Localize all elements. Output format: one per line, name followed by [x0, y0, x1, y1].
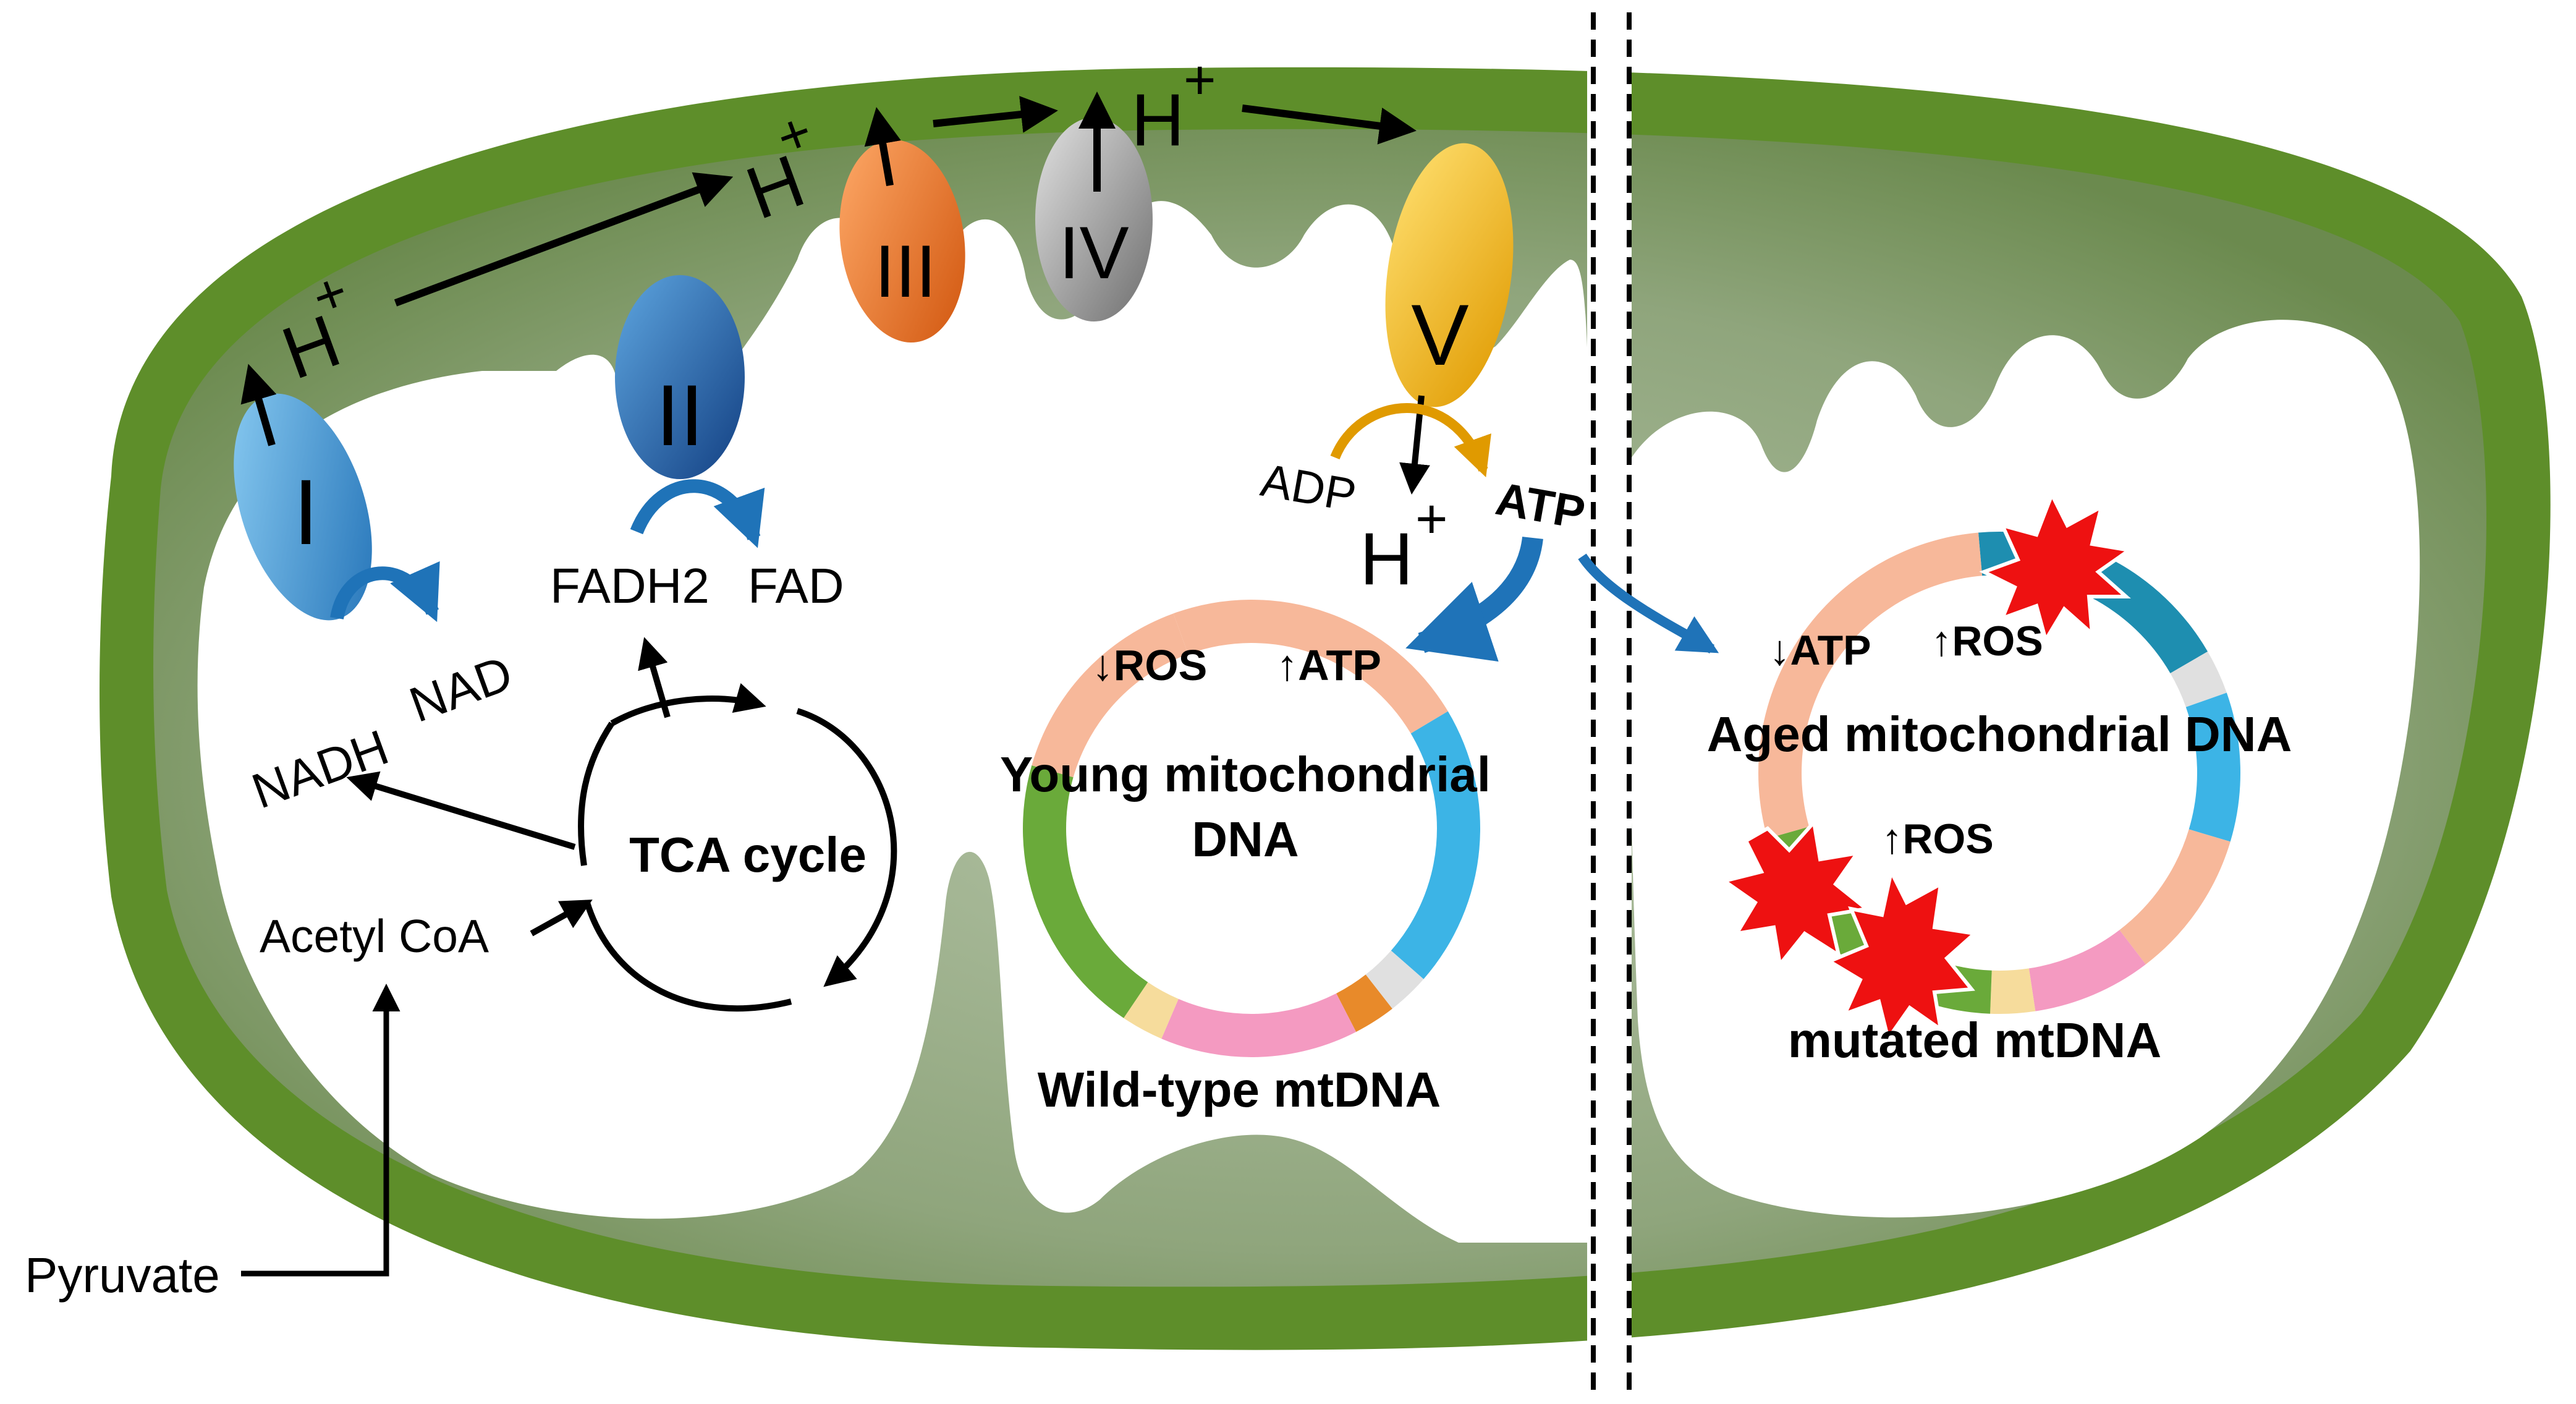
young-title-line1: Young mitochondrial [1000, 747, 1491, 802]
matrix-left [197, 201, 1595, 1243]
complex-iv-label: IV [1059, 211, 1129, 294]
tca-cycle: TCA cycle [578, 683, 897, 1012]
proton-label-3: H + [1131, 49, 1216, 161]
complex-iii-label: III [875, 230, 936, 313]
svg-text:+: + [1415, 488, 1448, 550]
aged-plasmid-segment [2028, 930, 2146, 1011]
young-mtdna-ring [1023, 600, 1480, 1057]
acetyl-coa-label: Acetyl CoA [260, 910, 489, 962]
complex-v: V [1385, 143, 1514, 407]
aged-atp-label: ↓ATP [1769, 627, 1871, 674]
atp-to-young-arrow [1405, 536, 1543, 662]
proton-arrow-i [240, 364, 277, 446]
young-plasmid-segment [1336, 974, 1392, 1032]
young-plasmid-segment [1032, 613, 1188, 778]
aged-title: Aged mitochondrial DNA [1707, 707, 2292, 762]
atp-to-aged-arrow [1578, 553, 1719, 653]
tca-to-fadh2-arrow [638, 637, 671, 718]
complex-i: I [234, 393, 372, 621]
acetylcoa-to-tca-arrow [530, 900, 593, 937]
aged-ros-top-label: ↑ROS [1931, 618, 2043, 665]
young-plasmid-segment [1391, 711, 1480, 979]
aged-plasmid-segment [1758, 532, 1983, 839]
tca-to-nadh-arrow [346, 771, 576, 850]
aged-plasmid-segment [2119, 829, 2231, 964]
young-plasmid-segment [1023, 765, 1148, 1018]
adp-atp-arrow [1330, 403, 1491, 478]
aged-plasmid-segment [1990, 968, 2036, 1014]
ros-burst-left [1719, 818, 1871, 969]
svg-text:+: + [1184, 49, 1216, 111]
pyruvate-to-acetylcoa-arrow [241, 984, 400, 1277]
fadh2-label: FADH2 [550, 558, 710, 613]
pyruvate-label: Pyruvate [25, 1248, 220, 1303]
aged-ros-mid-label: ↑ROS [1881, 815, 1993, 862]
young-ros-label: ↓ROS [1092, 641, 1208, 689]
aged-caption: mutated mtDNA [1788, 1013, 2161, 1068]
proton-flow-3 [1242, 104, 1417, 145]
proton-flow-2 [933, 96, 1058, 133]
proton-label-4: H + [1360, 488, 1448, 600]
young-caption: Wild-type mtDNA [1038, 1062, 1441, 1117]
aged-plasmid-segment [2170, 651, 2227, 707]
ros-burst-bottom [1825, 866, 1979, 1044]
complex-iv: IV [1035, 117, 1153, 321]
ros-burst-top [1979, 490, 2134, 645]
complex-iii: III [839, 140, 965, 342]
complex-ii-label: II [656, 367, 704, 464]
young-plasmid-segment [1124, 982, 1179, 1039]
complex-ii: II [615, 275, 745, 479]
tca-cycle-label: TCA cycle [629, 827, 866, 882]
proton-flow-1 [394, 172, 734, 307]
matrix-right [1629, 320, 2420, 1218]
complex-v-label: V [1411, 286, 1468, 383]
young-plasmid-segment [1365, 950, 1424, 1009]
fad-label: FAD [748, 558, 844, 613]
complex-i-label: I [293, 460, 319, 564]
young-plasmid-segment [1161, 993, 1357, 1057]
svg-text:H: H [1131, 79, 1185, 161]
aged-plasmid-segment [2185, 692, 2240, 842]
young-plasmid-segment [1173, 600, 1448, 734]
young-atp-label: ↑ATP [1276, 641, 1381, 689]
svg-text:H: H [1360, 517, 1413, 600]
young-title-line2: DNA [1192, 812, 1299, 867]
nadh-conversion-arrow [330, 561, 440, 623]
fadh2-conversion-arrow [630, 479, 765, 548]
proton-arrow-iii [864, 107, 901, 187]
